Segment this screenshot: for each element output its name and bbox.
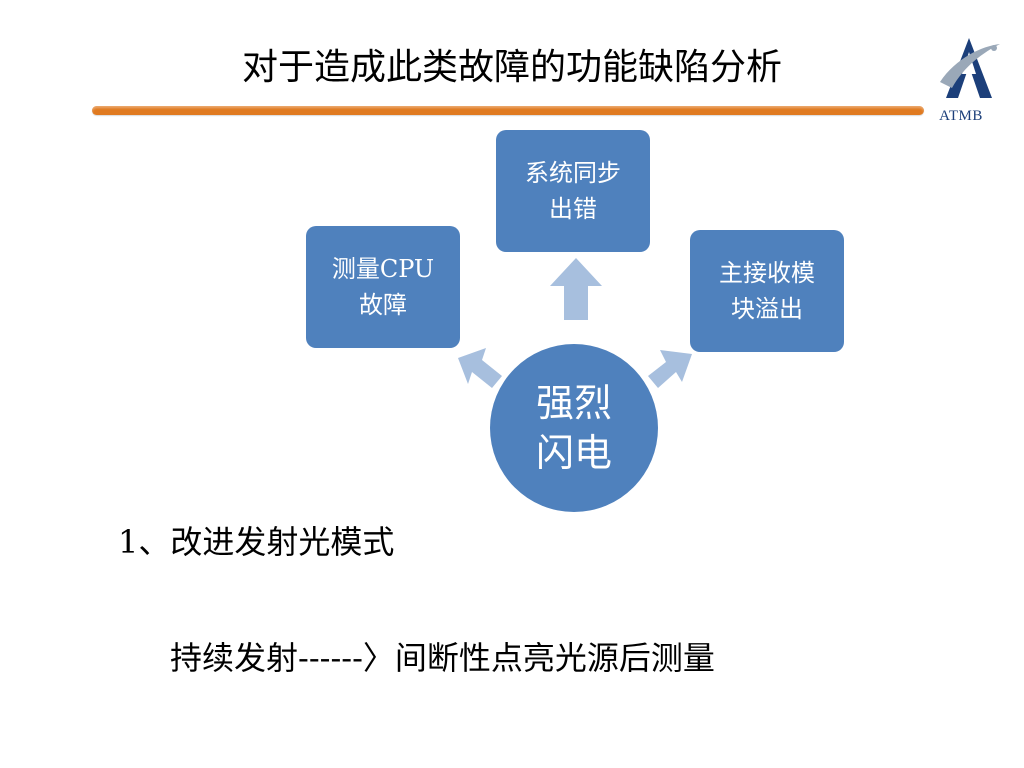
center-node-line1: 强烈 [535,381,612,425]
bullet-point-1: 1、改进发射光模式 [118,523,395,561]
center-node-line2: 闪电 [535,431,612,475]
node-cpu-fault-line2: 故障 [358,291,407,319]
bullet-point-2: 持续发射------〉间断性点亮光源后测量 [170,639,715,677]
logo-text: ATMB [939,108,983,124]
node-sync-error-line1: 系统同步 [525,159,621,187]
arrow-right-icon [648,350,692,388]
title-underline [92,106,924,115]
arrow-up-icon [550,258,602,320]
node-cpu-fault: 测量CPU 故障 [306,226,460,348]
node-sync-error: 系统同步 出错 [496,130,650,252]
center-node-lightning: 强烈 闪电 [490,344,658,512]
node-sync-error-line2: 出错 [549,195,597,223]
node-receiver-overflow-line1: 主接收模 [719,259,815,287]
node-receiver-overflow: 主接收模 块溢出 [690,230,844,352]
slide-title: 对于造成此类故障的功能缺陷分析 [241,47,782,88]
arrow-left-icon [458,348,502,388]
node-receiver-overflow-line2: 块溢出 [731,295,803,323]
atmb-logo-icon [940,38,1000,98]
node-cpu-fault-line1: 测量CPU [331,255,435,283]
